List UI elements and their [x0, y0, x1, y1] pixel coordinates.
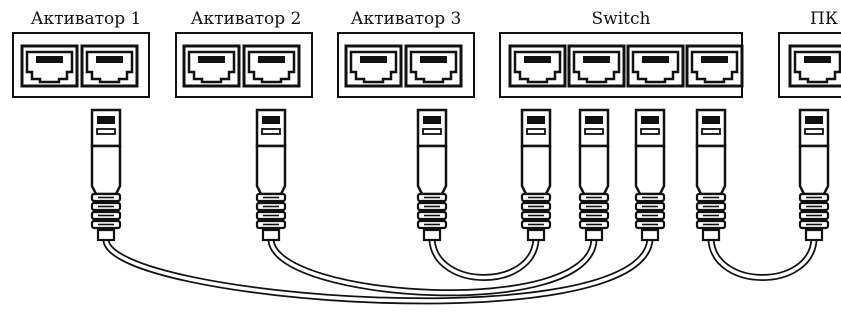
pc-port-1 [788, 44, 841, 88]
activator-3-port-1 [344, 44, 403, 88]
activator-3-label: Активатор 3 [351, 9, 462, 29]
plugs-group [90, 108, 830, 242]
activator-1-port-2 [80, 44, 139, 88]
activator-1-port-1 [20, 44, 79, 88]
switch-port-3 [626, 44, 685, 88]
activator-2-port-1 [182, 44, 241, 88]
plug-switch-3 [634, 108, 666, 242]
activator-1-label: Активатор 1 [31, 9, 142, 29]
plug-switch-4 [695, 108, 727, 242]
plug-activator-2 [255, 108, 287, 242]
activator-3-port-2 [404, 44, 463, 88]
plug-activator-1 [90, 108, 122, 242]
plug-pc [798, 108, 830, 242]
cable-activator-3-switch [428, 236, 540, 281]
plug-switch-1 [520, 108, 552, 242]
cable-activator-2-switch [267, 236, 598, 297]
plug-switch-2 [578, 108, 610, 242]
activator-2-label: Активатор 2 [191, 9, 302, 29]
switch-port-2 [567, 44, 626, 88]
pc-label: ПК [810, 9, 838, 29]
switch-label: Switch [592, 9, 651, 29]
activator-2-port-2 [242, 44, 301, 88]
cables-group [102, 236, 818, 305]
plug-activator-3 [416, 108, 448, 242]
cable-switch-pc [707, 236, 818, 281]
switch-port-4 [685, 44, 744, 88]
cable-activator-1-switch [102, 236, 654, 305]
switch-port-1 [508, 44, 567, 88]
ports-group [20, 44, 841, 88]
